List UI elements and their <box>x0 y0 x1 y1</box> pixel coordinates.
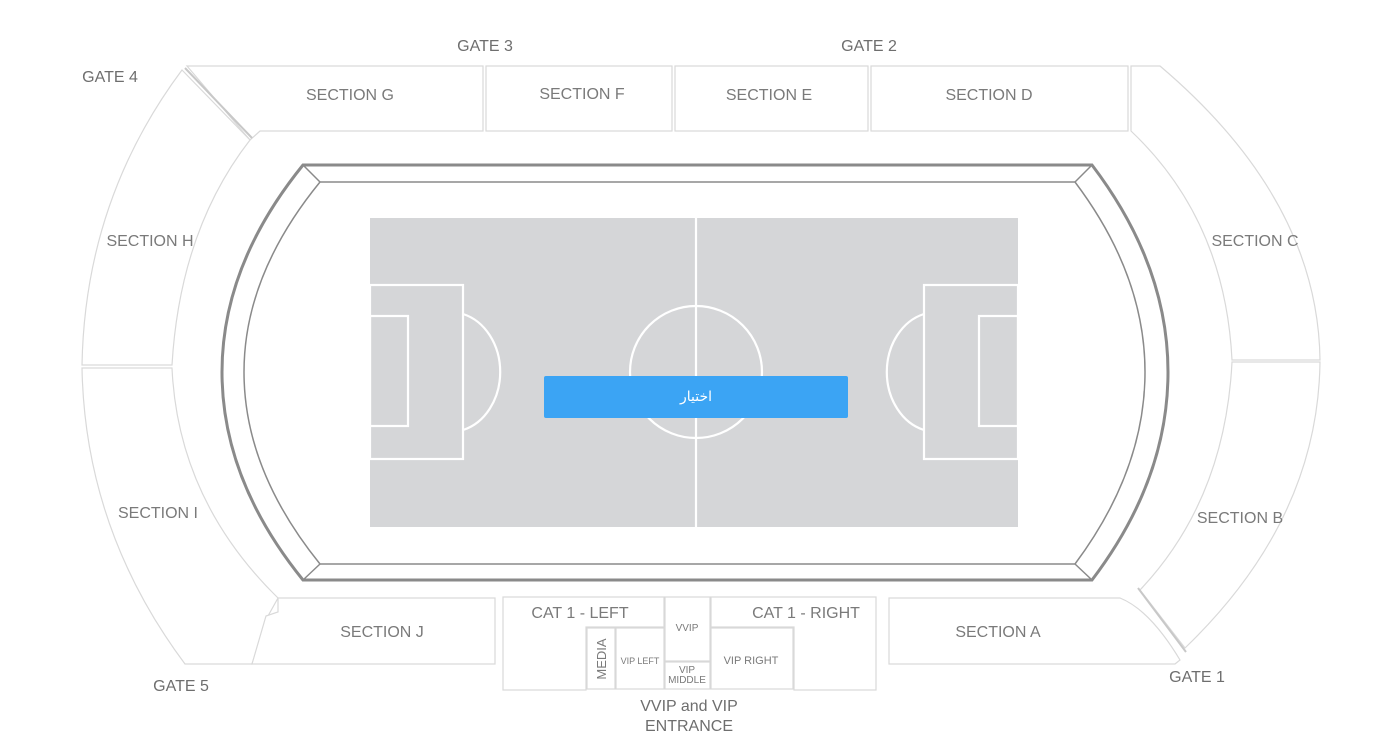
section-d-label: SECTION D <box>945 87 1032 104</box>
vip-middle-label-1: VIP <box>679 665 695 676</box>
gate-3-label: GATE 3 <box>457 38 513 55</box>
vip-right-label: VIP RIGHT <box>724 655 779 667</box>
vip-entrance-label-1: VVIP and VIP <box>640 698 738 715</box>
select-button[interactable]: اختيار <box>544 376 848 418</box>
section-c-label: SECTION C <box>1211 233 1298 250</box>
cat1-left-label: CAT 1 - LEFT <box>531 605 628 622</box>
vvip[interactable]: VVIP <box>664 596 711 662</box>
gate-4-marker <box>184 67 253 139</box>
section-b[interactable]: SECTION B <box>1139 361 1321 649</box>
vvip-label: VVIP <box>676 623 699 634</box>
football-pitch <box>368 218 1020 527</box>
vip-entrance-label-2: ENTRANCE <box>645 718 733 735</box>
gate-2-label: GATE 2 <box>841 38 897 55</box>
section-f-label: SECTION F <box>539 86 625 103</box>
section-i-label: SECTION I <box>118 505 198 522</box>
section-h-label: SECTION H <box>106 233 193 250</box>
vip-right[interactable]: VIP RIGHT <box>710 627 794 690</box>
section-e-label: SECTION E <box>726 87 812 104</box>
vip-left-label: VIP LEFT <box>621 656 660 666</box>
vip-middle[interactable]: VIP MIDDLE <box>664 661 711 690</box>
section-j[interactable]: SECTION J <box>251 597 496 665</box>
section-f[interactable]: SECTION F <box>485 65 673 132</box>
vip-middle-label-2: MIDDLE <box>668 675 706 686</box>
cat1-right[interactable]: CAT 1 - RIGHT <box>710 596 877 691</box>
section-h[interactable]: SECTION H <box>81 69 251 366</box>
gate-4-label: GATE 4 <box>82 69 138 86</box>
vip-left[interactable]: VIP LEFT <box>615 627 665 690</box>
section-g[interactable]: SECTION G <box>185 65 484 141</box>
cat1-right-label: CAT 1 - RIGHT <box>752 605 860 622</box>
section-j-label: SECTION J <box>340 624 424 641</box>
section-b-label: SECTION B <box>1197 510 1283 527</box>
section-d[interactable]: SECTION D <box>870 65 1129 132</box>
section-e[interactable]: SECTION E <box>674 65 869 132</box>
media[interactable]: MEDIA <box>586 627 616 690</box>
gate-1-marker <box>1137 587 1187 653</box>
section-c[interactable]: SECTION C <box>1130 65 1321 361</box>
media-label: MEDIA <box>594 638 609 680</box>
gate-1-label: GATE 1 <box>1169 669 1225 686</box>
section-a[interactable]: SECTION A <box>888 597 1181 665</box>
section-g-label: SECTION G <box>306 87 394 104</box>
cat1-left[interactable]: CAT 1 - LEFT <box>502 596 665 691</box>
section-a-label: SECTION A <box>955 624 1041 641</box>
gate-5-label: GATE 5 <box>153 678 209 695</box>
